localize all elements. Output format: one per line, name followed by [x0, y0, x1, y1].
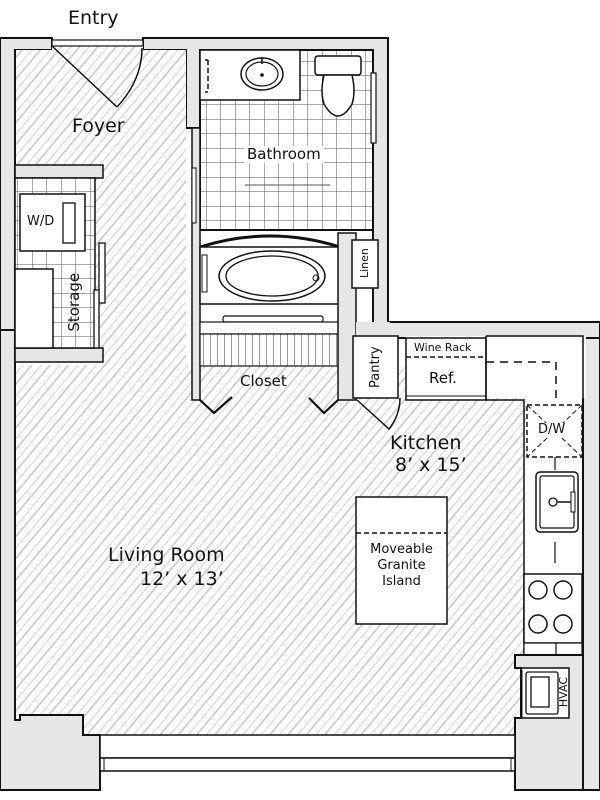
island-label-2: Granite: [377, 558, 426, 573]
laundry-storage: [14, 164, 106, 363]
laundry-door[interactable]: [98, 242, 106, 304]
living-room-label: Living Room: [108, 544, 225, 566]
refrigerator: [405, 337, 487, 401]
living-room-dimensions: 12’ x 13’: [140, 568, 224, 590]
island-label-1: Moveable: [370, 542, 433, 557]
dishwasher-label: D/W: [538, 422, 566, 438]
hvac-label: HVAC: [556, 677, 570, 708]
toilet-icon: [314, 55, 362, 117]
island-label-3: Island: [382, 574, 421, 589]
storage-shelf: [14, 268, 54, 349]
wine-rack-label: Wine Rack: [414, 341, 472, 354]
pantry-door[interactable]: [356, 397, 401, 431]
closet-rod: [199, 333, 341, 367]
entry-label: Entry: [68, 7, 119, 29]
window: [99, 734, 516, 772]
closet-label: Closet: [240, 372, 287, 390]
pantry-label: Pantry: [367, 346, 383, 388]
pantry: [352, 335, 399, 399]
kitchen-dimensions: 8’ x 15’: [395, 454, 467, 476]
stove-icon: [523, 573, 583, 644]
hvac-closet: [514, 654, 584, 791]
foyer-label: Foyer: [72, 115, 125, 137]
linen-label: Linen: [357, 248, 371, 278]
storage-label: Storage: [64, 272, 83, 332]
bathroom-label: Bathroom: [244, 146, 324, 163]
refrigerator-label: Ref.: [429, 369, 457, 387]
wd-label: W/D: [27, 214, 55, 229]
kitchen-sink-icon: [535, 471, 579, 533]
kitchen-label: Kitchen: [390, 432, 462, 454]
closet-doors[interactable]: [199, 396, 339, 415]
bathroom: [191, 49, 377, 401]
entry-door[interactable]: [51, 39, 144, 108]
kitchen: [352, 335, 586, 740]
granite-island: [355, 496, 448, 625]
